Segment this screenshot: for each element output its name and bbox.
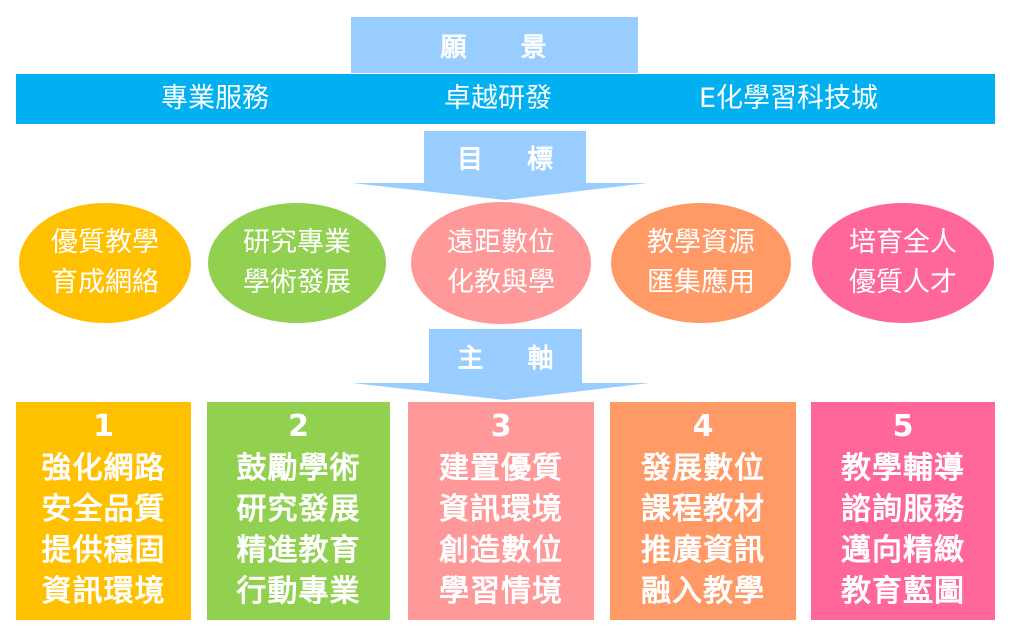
pillar-number: 2	[288, 409, 309, 444]
pillar-number: 4	[692, 409, 714, 444]
vision-item-service: 專業服務	[161, 83, 269, 114]
goal-ellipse-teaching: 優質教學 育成網絡	[19, 203, 191, 323]
pillar-line: 行動專業	[236, 574, 361, 609]
vision-char-1: 願	[440, 32, 469, 63]
goal-line: 匯集應用	[647, 267, 755, 298]
vision-item-research: 卓越研發	[444, 83, 552, 114]
pillar-3: 3 建置優質 資訊環境 創造數位 學習情境	[408, 402, 594, 620]
pillar-line: 發展數位	[641, 451, 765, 486]
vision-header: 願 景	[351, 17, 638, 73]
pillar-line: 安全品質	[41, 492, 166, 527]
goals-char-2: 標	[527, 144, 554, 175]
goal-line: 研究專業	[243, 227, 351, 258]
pillar-2: 2 鼓勵學術 研究發展 精進教育 行動專業	[207, 402, 390, 620]
pillar-line: 提供穩固	[41, 533, 166, 568]
pillar-line: 創造數位	[439, 533, 563, 568]
pillar-line: 諮詢服務	[841, 492, 965, 527]
goal-line: 培育全人	[849, 227, 957, 258]
pillar-line: 精進教育	[236, 533, 361, 568]
goal-line: 遠距數位	[447, 227, 555, 258]
pillar-number: 3	[490, 409, 512, 444]
pillar-5: 5 教學輔導 諮詢服務 邁向精緻 教育藍圖	[811, 402, 995, 620]
pillar-line: 強化網路	[41, 451, 166, 486]
pillar-line: 教學輔導	[841, 451, 965, 486]
goal-ellipse-talent: 培育全人 優質人才	[812, 203, 994, 323]
pillar-number: 1	[93, 409, 114, 444]
goal-line: 學術發展	[243, 267, 351, 298]
goals-char-1: 目	[456, 144, 483, 175]
pillar-line: 建置優質	[439, 451, 563, 486]
goals-arrow	[352, 131, 648, 200]
goal-ellipse-research: 研究專業 學術發展	[208, 203, 386, 323]
pillar-line: 邁向精緻	[841, 533, 965, 568]
axes-arrow	[352, 329, 650, 400]
goal-ellipse-resources: 教學資源 匯集應用	[611, 203, 791, 323]
axes-header: 主 軸	[429, 329, 582, 383]
pillar-line: 資訊環境	[41, 574, 166, 609]
goal-ellipse-distance: 遠距數位 化教與學	[411, 202, 591, 324]
pillar-line: 學習情境	[439, 574, 563, 609]
pillar-line: 課程教材	[641, 492, 765, 527]
vision-item-elearning: E化學習科技城	[699, 83, 879, 114]
pillar-line: 研究發展	[236, 492, 361, 527]
pillar-line: 融入教學	[641, 574, 765, 609]
goal-line: 教學資源	[647, 227, 755, 258]
axes-char-1: 主	[457, 343, 484, 374]
goal-line: 優質人才	[849, 267, 957, 298]
pillar-line: 鼓勵學術	[236, 451, 361, 486]
pillar-number: 5	[892, 409, 914, 444]
pillar-4: 4 發展數位 課程教材 推廣資訊 融入教學	[610, 402, 796, 620]
axes-char-2: 軸	[527, 343, 554, 374]
pillar-line: 推廣資訊	[641, 533, 765, 568]
pillar-1: 1 強化網路 安全品質 提供穩固 資訊環境	[16, 402, 191, 620]
pillar-line: 資訊環境	[439, 492, 563, 527]
goals-header: 目 標	[424, 131, 586, 183]
goal-line: 優質教學	[51, 227, 159, 258]
pillar-line: 教育藍圖	[841, 574, 965, 609]
goal-line: 育成網絡	[51, 267, 159, 298]
vision-char-2: 景	[520, 32, 549, 63]
vision-bar: 專業服務 卓越研發 E化學習科技城	[16, 74, 995, 124]
goal-line: 化教與學	[447, 267, 555, 298]
